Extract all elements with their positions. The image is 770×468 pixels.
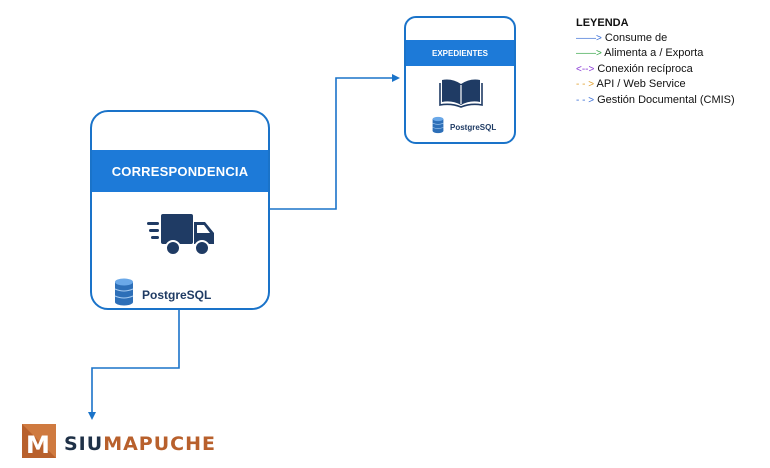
legend-swatch: <--> — [576, 63, 595, 75]
arrow-correspondencia-to-expedientes — [270, 74, 400, 210]
database-label: PostgreSQL — [450, 123, 497, 132]
legend-swatch: ——> — [576, 32, 602, 44]
legend-swatch: - - > — [576, 79, 595, 90]
truck-icon — [147, 208, 217, 265]
legend-swatch: ——> — [576, 48, 602, 59]
legend-item: - - > Gestión Documental (CMIS) — [576, 93, 735, 109]
legend: LEYENDA ——> Consume de ——> Alimenta a / … — [576, 16, 735, 108]
database-icon — [114, 278, 134, 308]
node-expedientes[interactable]: EXPEDIENTES PostgreSQL — [404, 16, 516, 144]
legend-title: LEYENDA — [576, 17, 629, 29]
legend-label: API / Web Service — [596, 78, 686, 90]
logo-brand: MAPUCHE — [103, 432, 216, 455]
logo-siu: SIU — [64, 432, 104, 455]
node-title: CORRESPONDENCIA — [92, 150, 268, 192]
legend-label: Conexión recíproca — [597, 62, 693, 75]
logo-mark-letter: M — [26, 431, 50, 458]
legend-label: Alimenta a / Exporta — [604, 47, 704, 59]
logo-text: SIUMAPUCHE — [64, 433, 216, 455]
siu-mapuche-logo: M SIUMAPUCHE — [22, 424, 216, 463]
database-label: PostgreSQL — [142, 287, 212, 302]
database-row: PostgreSQL — [114, 278, 212, 308]
legend-item: ——> Consume de — [576, 31, 735, 47]
node-title: EXPEDIENTES — [406, 40, 514, 66]
arrow-correspondencia-to-siu-mapuche — [88, 310, 180, 420]
node-correspondencia[interactable]: CORRESPONDENCIA PostgreSQL — [90, 110, 270, 310]
legend-item: <--> Conexión recíproca — [576, 62, 735, 78]
legend-item: ——> Alimenta a / Exporta — [576, 46, 735, 62]
database-icon — [432, 116, 444, 139]
legend-item: - - > API / Web Service — [576, 77, 735, 93]
book-icon — [439, 78, 483, 113]
legend-label: Consume de — [604, 31, 668, 44]
legend-swatch: - - > — [576, 94, 595, 106]
database-row: PostgreSQL — [432, 116, 496, 139]
logo-mark-icon: M — [22, 424, 56, 463]
legend-label: Gestión Documental (CMIS) — [597, 93, 735, 106]
